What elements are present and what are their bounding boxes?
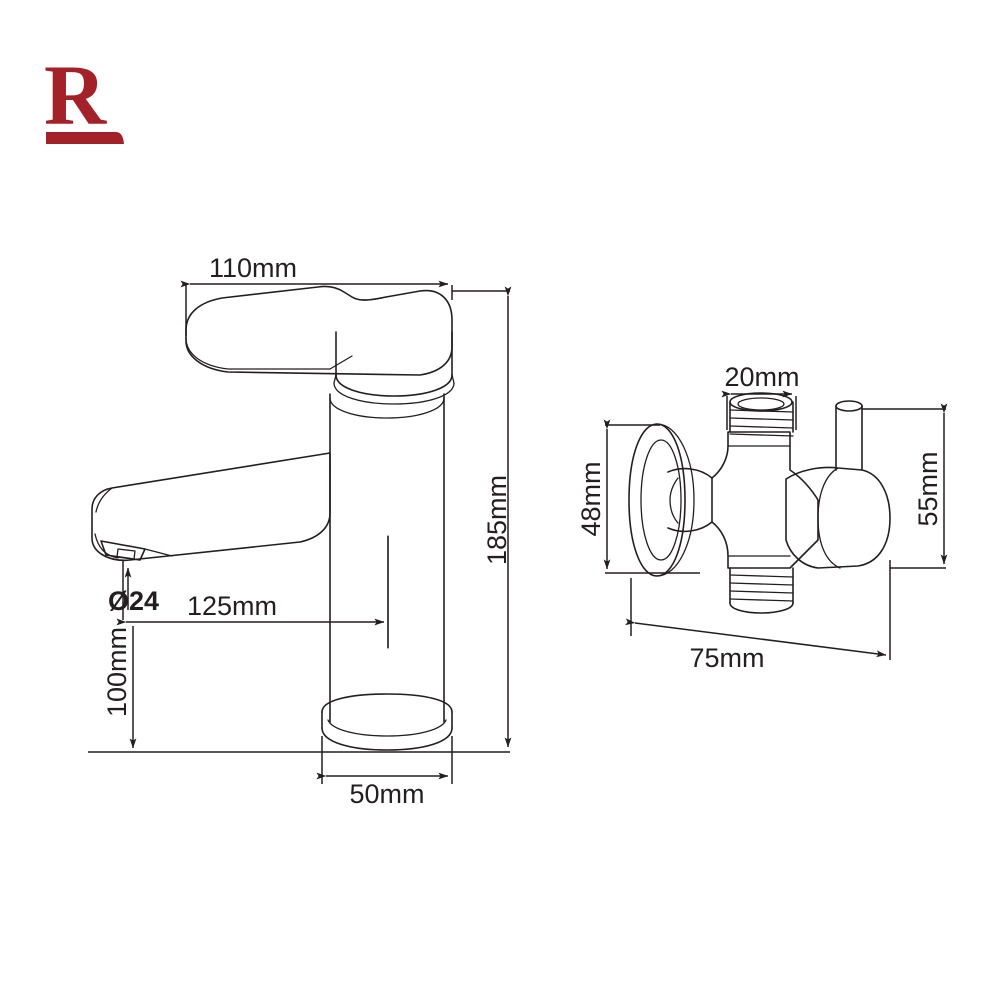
dim-label-110mm: 110mm — [209, 253, 297, 283]
valve-flange-neck — [667, 467, 713, 533]
dim-label-125mm: 125mm — [187, 591, 277, 621]
faucet-base-ring — [321, 693, 453, 751]
valve-inlet-thread — [729, 392, 794, 437]
faucet-body-cylinder — [329, 393, 445, 723]
valve-wall-flange — [628, 423, 695, 577]
dim-label-185mm: 185mm — [482, 475, 512, 565]
dim-label-20mm: 20mm — [724, 362, 799, 392]
valve-body — [711, 431, 819, 569]
faucet-lever-handle — [185, 285, 453, 376]
angle-valve-drawing — [628, 392, 891, 614]
faucet-spout — [91, 452, 331, 562]
faucet-handle-hub — [333, 331, 455, 405]
faucet-dimension-lines: 110mm 185mm 125mm 100mm 50mm Ø24 — [88, 253, 512, 809]
dim-label-75mm: 75mm — [689, 643, 764, 673]
brand-logo: R — [44, 48, 124, 144]
dim-label-100mm: 100mm — [102, 627, 132, 717]
brand-logo-letter: R — [44, 48, 107, 143]
basin-faucet-drawing — [91, 285, 455, 751]
dim-label-55mm: 55mm — [913, 451, 943, 526]
dim-line-75mm — [625, 618, 887, 658]
dim-label-50mm: 50mm — [349, 779, 424, 809]
valve-dimension-lines: 20mm 48mm 55mm 75mm — [576, 362, 948, 673]
valve-outlet-thread — [729, 567, 794, 614]
dim-label-48mm: 48mm — [576, 461, 606, 536]
valve-handle-body — [785, 466, 891, 569]
brand-logo-underline-bar — [46, 132, 124, 144]
dim-label-dia24: Ø24 — [108, 586, 159, 616]
valve-handle-stem — [835, 400, 863, 471]
